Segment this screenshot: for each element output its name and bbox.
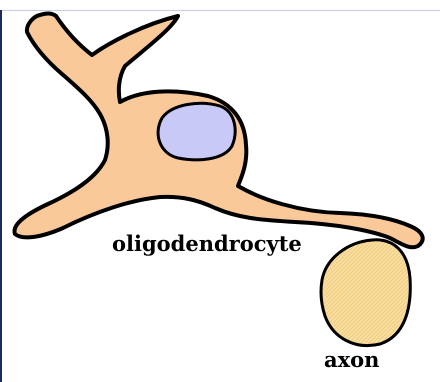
nucleus bbox=[158, 103, 235, 160]
axon bbox=[321, 240, 410, 346]
axon-label: axon bbox=[324, 347, 379, 372]
oligodendrocyte-label: oligodendrocyte bbox=[112, 231, 302, 256]
